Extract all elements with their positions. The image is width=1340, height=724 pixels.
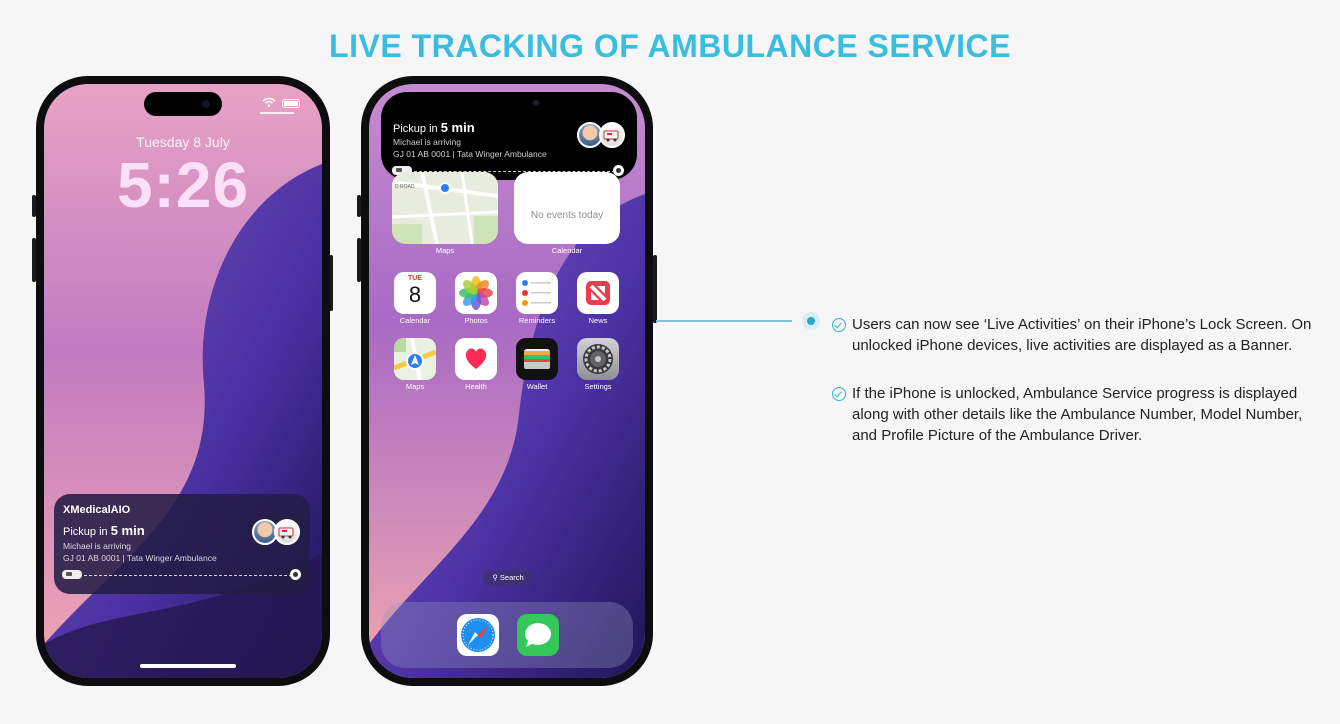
photos-icon[interactable]	[455, 272, 497, 314]
live-activity-banner[interactable]: Pickup in 5 min Michael is arriving GJ 0…	[381, 92, 637, 180]
dynamic-island	[144, 92, 222, 116]
callout-text: If the iPhone is unlocked, Ambulance Ser…	[852, 385, 1303, 444]
maps-widget[interactable]: D ROAD	[392, 172, 498, 244]
app-label: Wallet	[526, 382, 548, 391]
volume-button	[357, 238, 361, 282]
status-bar	[262, 97, 300, 110]
app-label: Settings	[584, 382, 612, 391]
app-label: Photos	[464, 316, 488, 325]
settings-icon[interactable]	[577, 338, 619, 380]
app-label: Maps	[405, 382, 425, 391]
calendar-widget-text: No events today	[530, 210, 604, 221]
search-label: Search	[499, 573, 524, 582]
lock-time: 5:26	[116, 149, 250, 221]
vehicle-info: GJ 01 AB 0001 | Tata Winger Ambulance	[63, 553, 217, 563]
callout-bullet: If the iPhone is unlocked, Ambulance Ser…	[832, 383, 1312, 446]
calendar-date: 8	[408, 282, 422, 307]
wifi-icon	[262, 97, 276, 110]
pickup-time: 5 min	[110, 523, 145, 538]
check-circle-icon	[832, 318, 846, 332]
ambulance-avatar	[599, 122, 625, 148]
maps-widget-label: Maps	[435, 246, 455, 255]
home-screen: Pickup in 5 min Michael is arriving GJ 0…	[369, 84, 645, 678]
callout-bullet: Users can now see ‘Live Activities’ on t…	[832, 314, 1312, 356]
camera-icon	[533, 100, 539, 106]
home-screen-phone: Pickup in 5 min Michael is arriving GJ 0…	[361, 76, 653, 686]
home-indicator[interactable]	[140, 664, 236, 668]
lock-screen: Tuesday 8 July 5:26 XMedicalAIO Pickup i…	[44, 84, 322, 678]
callout-connector	[656, 320, 792, 322]
camera-icon	[202, 100, 210, 108]
wallet-icon[interactable]	[516, 338, 558, 380]
action-button	[32, 195, 36, 217]
side-button	[329, 255, 333, 311]
app-label: Health	[465, 382, 487, 391]
live-activity-card[interactable]: XMedicalAIO Pickup in 5 min Michael is a…	[54, 494, 310, 594]
driver-status: Michael is arriving	[393, 137, 462, 147]
map-road-label: D ROAD	[395, 184, 415, 190]
app-label: Calendar	[399, 316, 431, 325]
lock-date: Tuesday 8 July	[136, 134, 230, 150]
app-label: News	[588, 316, 608, 325]
maps-icon[interactable]	[394, 338, 436, 380]
news-icon[interactable]	[577, 272, 619, 314]
search-button[interactable]: ⚲ Search	[483, 570, 533, 586]
progress-track	[414, 171, 615, 172]
health-icon[interactable]	[455, 338, 497, 380]
status-indicator-line	[260, 112, 294, 114]
safari-icon[interactable]	[457, 614, 499, 656]
messages-icon[interactable]	[517, 614, 559, 656]
pickup-prefix: Pickup in	[393, 123, 438, 135]
pickup-prefix: Pickup in	[63, 526, 108, 538]
ambulance-marker-icon	[392, 166, 412, 175]
side-button	[653, 255, 657, 323]
calendar-widget-label: Calendar	[551, 246, 583, 255]
destination-icon	[613, 165, 624, 176]
callout-node	[802, 312, 820, 330]
calendar-app-icon[interactable]: TUE 8	[394, 272, 436, 314]
destination-icon	[290, 569, 301, 580]
page-title: LIVE TRACKING OF AMBULANCE SERVICE	[329, 28, 1011, 64]
lock-screen-phone: Tuesday 8 July 5:26 XMedicalAIO Pickup i…	[36, 76, 330, 686]
callout-text: Users can now see ‘Live Activities’ on t…	[852, 316, 1312, 354]
check-circle-icon	[832, 387, 846, 401]
reminders-icon[interactable]	[516, 272, 558, 314]
volume-button	[32, 238, 36, 282]
battery-icon	[282, 99, 300, 108]
dock	[381, 602, 633, 668]
vehicle-info: GJ 01 AB 0001 | Tata Winger Ambulance	[393, 149, 547, 159]
ambulance-avatar	[274, 519, 300, 545]
app-label: Reminders	[518, 316, 556, 325]
pickup-time: 5 min	[440, 120, 475, 135]
driver-status: Michael is arriving	[63, 541, 132, 551]
calendar-widget[interactable]: No events today	[514, 172, 620, 244]
calendar-day: TUE	[408, 275, 422, 282]
live-activity-app-name: XMedicalAIO	[63, 504, 131, 516]
action-button	[357, 195, 361, 217]
pickup-eta: Pickup in 5 min	[393, 120, 475, 135]
progress-track	[84, 575, 292, 576]
pickup-eta: Pickup in 5 min	[63, 523, 145, 538]
ambulance-marker-icon	[62, 570, 82, 579]
